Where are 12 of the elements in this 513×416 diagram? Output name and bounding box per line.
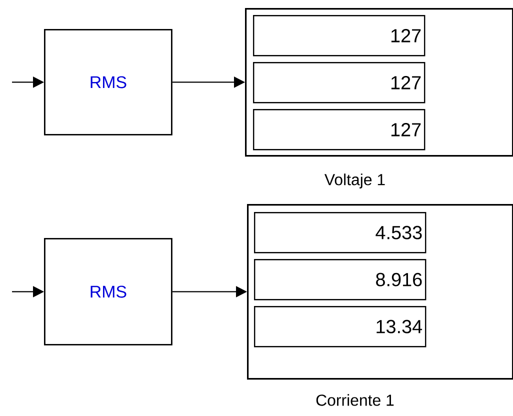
rms-block: RMS (44, 238, 172, 346)
value-field: 127 (253, 109, 426, 150)
value-field: 4.533 (254, 212, 426, 254)
block-label: Voltaje 1 (324, 174, 385, 188)
block-label: Corriente 1 (316, 394, 394, 406)
rms-block: RMS (44, 29, 172, 136)
display-block (247, 204, 513, 380)
display-block (245, 8, 513, 157)
value-field: 127 (253, 62, 426, 104)
value-field: 127 (253, 15, 426, 56)
value-field: 8.916 (254, 259, 426, 300)
value-field: 13.34 (254, 306, 426, 348)
